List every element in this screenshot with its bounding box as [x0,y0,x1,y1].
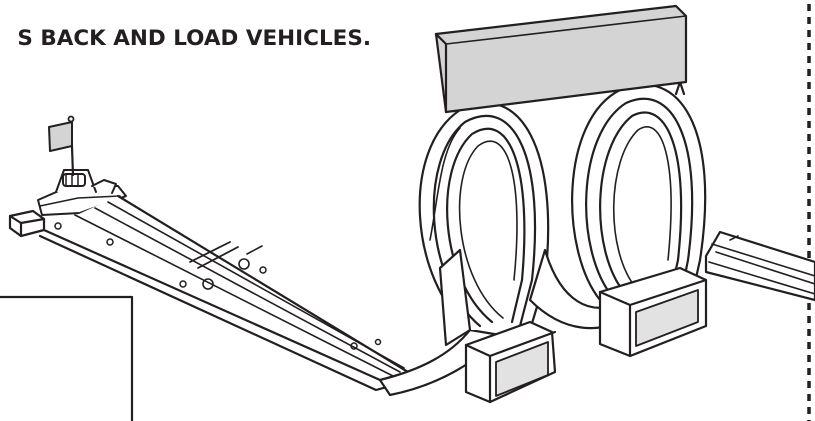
loop-stand-base-2 [598,266,708,358]
straight-track-left [38,194,414,392]
instruction-step-text: S BACK AND LOAD VEHICLES. [0,22,395,56]
instruction-heading: S BACK AND LOAD VEHICLES. [17,26,371,51]
instruction-box-outline [0,295,134,421]
loop-track-1 [418,90,550,332]
loop-track-2 [571,70,707,307]
loop-stand-base-1 [438,248,557,404]
flag-icon [48,115,75,177]
straight-track-right [704,230,815,302]
sign-panel [434,4,688,114]
launcher-base [8,209,46,238]
